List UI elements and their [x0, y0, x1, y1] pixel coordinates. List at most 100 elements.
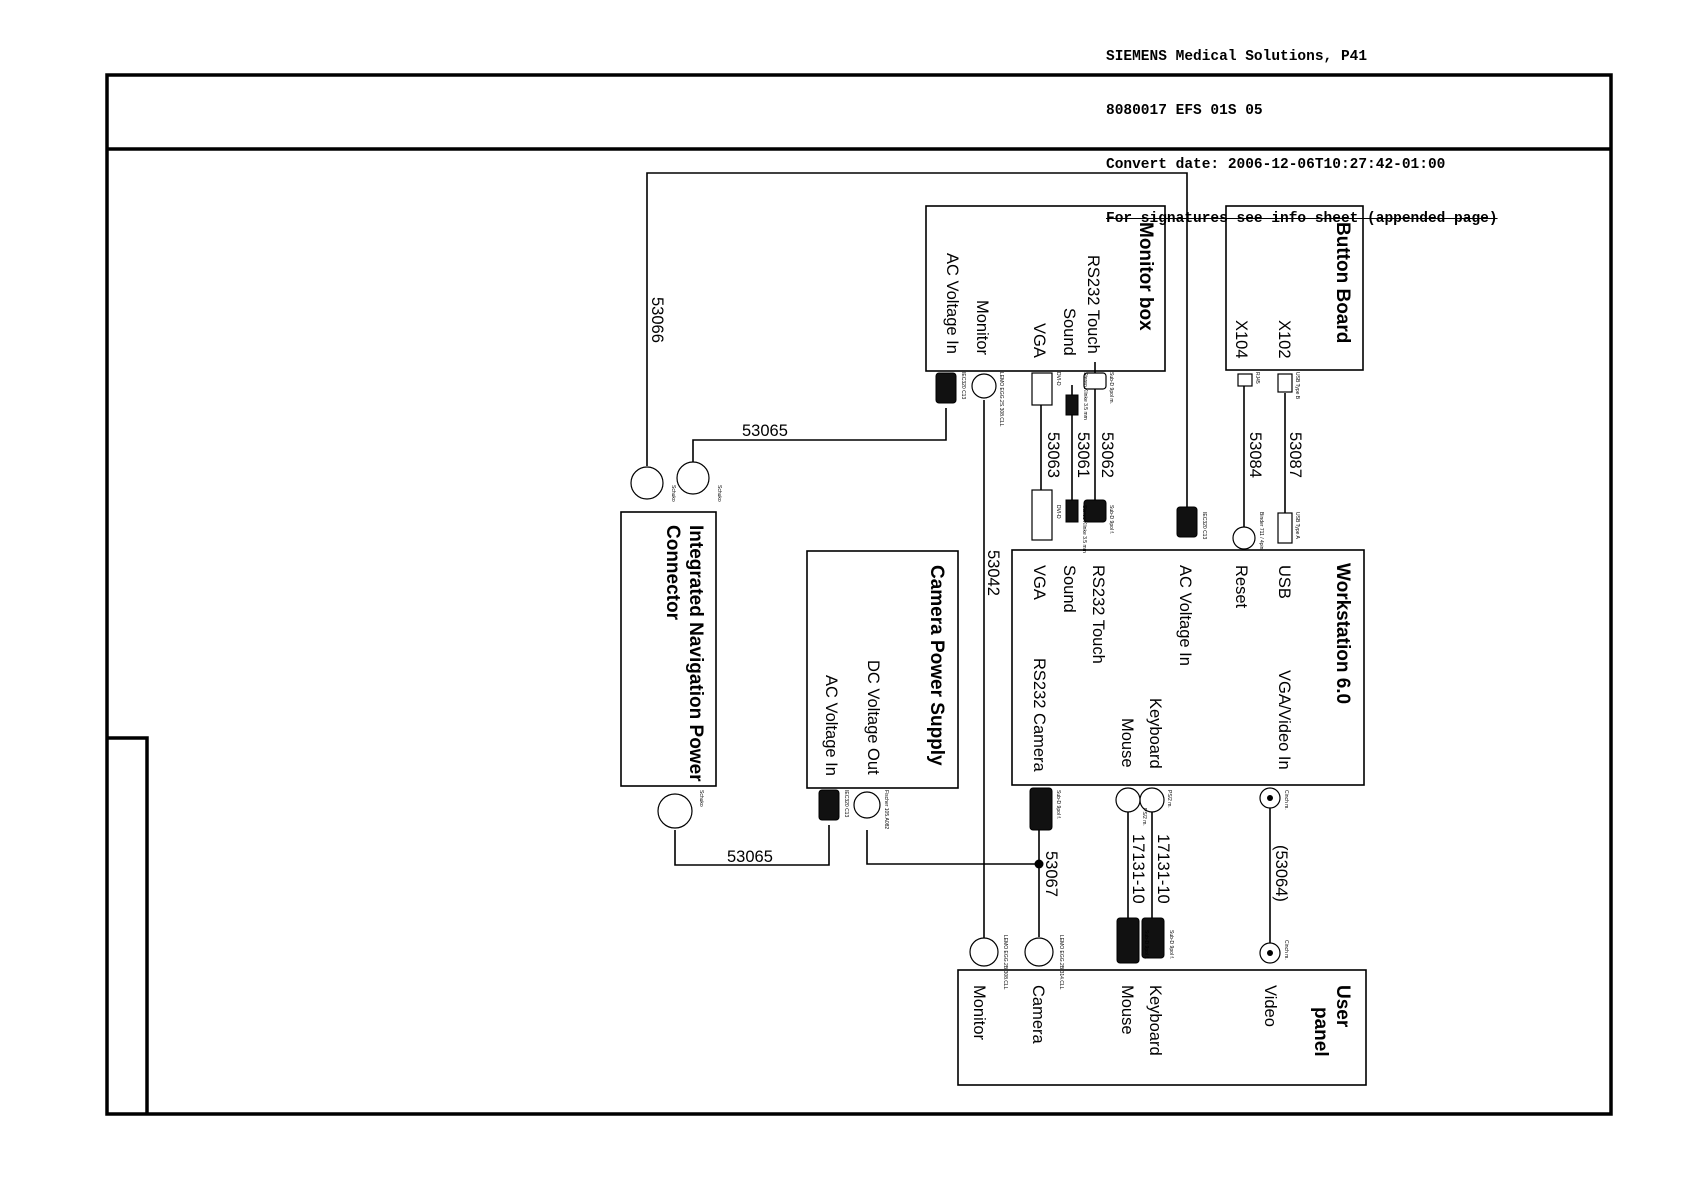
stereo-jack-female-connector — [1065, 499, 1079, 523]
user-panel-port-mouse: Mouse — [1118, 985, 1136, 1035]
schuko-socket-1 — [630, 466, 664, 500]
camera-psu-title: Camera Power Supply — [926, 565, 947, 766]
conn-label-cinch-ws: Cinch m. — [1283, 790, 1289, 810]
wire-53066 — [646, 172, 1188, 507]
conn-label-stereo-f: Stereo Klinke 3.5 mm — [1081, 505, 1087, 553]
user-panel-port-camera: Camera — [1029, 985, 1047, 1045]
cable-label-17131-keyboard: 17131-10 — [1154, 834, 1172, 904]
cable-label-53065-bottom: 53065 — [727, 848, 773, 866]
monitor-box-block — [925, 205, 1166, 372]
monitor-box-port-monitor: Monitor — [973, 300, 991, 356]
workstation-port-usb: USB — [1275, 565, 1293, 599]
iec-camera-psu-connector — [818, 789, 840, 821]
user-panel-port-video: Video — [1261, 985, 1279, 1027]
conn-label-cinch-up: Cinch m. — [1283, 940, 1289, 960]
inpc-title-line1: Integrated Navigation Power — [685, 525, 706, 782]
conn-label-schuko-2: Schuko — [670, 485, 676, 502]
conn-label-stereo-m: Stereo Klinke 3.5 mm — [1082, 372, 1088, 420]
subd-camera-connector — [1029, 787, 1053, 831]
stereo-jack-connector — [1065, 394, 1079, 416]
rj45-connector — [1237, 373, 1253, 387]
lemo-monitor-connector — [971, 373, 997, 399]
monitor-box-port-sound: Sound — [1060, 308, 1078, 356]
conn-label-usb-a: USB Type A — [1294, 512, 1300, 540]
conn-label-subd-f: Sub-D 9pol f. — [1108, 505, 1114, 534]
cable-label-53084: 53084 — [1246, 432, 1264, 478]
button-board-block — [1225, 205, 1364, 371]
iec-ws-connector — [1176, 506, 1198, 538]
conn-label-subd-kb: Sub-D 9pol f. — [1168, 930, 1174, 959]
usb-b-connector — [1277, 373, 1293, 393]
workstation-port-vga-video-in: VGA/Video In — [1275, 670, 1293, 770]
conn-label-usb-b: USB Type B — [1294, 372, 1300, 400]
subd-male-connector — [1083, 372, 1107, 390]
schuko-socket-2 — [676, 461, 710, 495]
user-panel-port-keyboard: Keyboard — [1146, 985, 1164, 1056]
conn-label-iec-1: IEC320 C13 — [960, 372, 966, 399]
button-board-title: Button Board — [1332, 222, 1353, 343]
inpc-title-line2: Connector — [662, 525, 683, 621]
inpc-block — [620, 511, 717, 787]
button-board-port-x104: X104 — [1232, 320, 1250, 359]
wire-53065-top — [692, 408, 947, 462]
user-panel-title-line2: panel — [1310, 1007, 1331, 1057]
user-panel-block — [957, 969, 1367, 1086]
usb-a-connector — [1277, 512, 1293, 544]
cable-label-53063: 53063 — [1044, 432, 1062, 478]
conn-label-subd-m: Sub-D 9pol m. — [1108, 372, 1114, 404]
conn-label-rj45: RJ45 — [1254, 372, 1260, 384]
workstation-port-rs232-touch: RS232 Touch — [1089, 565, 1107, 664]
conn-label-subd-mouse: Sub-D 9pol f. — [1143, 930, 1149, 959]
cinch-up-pin — [1267, 950, 1273, 956]
workstation-port-rs232-camera: RS232 Camera — [1030, 658, 1048, 773]
cable-label-53067: 53067 — [1042, 851, 1060, 897]
conn-label-lemo-mon: LEMO EGG.2S.308.CLL — [998, 372, 1004, 427]
header-convert-date: Convert date: 2006-12-06T10:27:42-01:00 — [1106, 157, 1446, 173]
binder-connector — [1232, 526, 1256, 550]
monitor-box-port-rs232: RS232 Touch — [1084, 255, 1102, 354]
subd-keyboard-connector — [1141, 917, 1165, 959]
conn-label-ps2-mouse: PS/2 m. — [1141, 808, 1147, 826]
conn-label-dvi-1: DVI-D — [1055, 372, 1061, 386]
dvi-connector — [1031, 372, 1053, 406]
workstation-port-ac: AC Voltage In — [1176, 565, 1194, 666]
cable-label-53066: 53066 — [648, 297, 666, 343]
junction-dot — [1034, 859, 1044, 869]
conn-label-dvi-2: DVI-D — [1055, 505, 1061, 519]
lemo-camera-connector — [1024, 937, 1054, 967]
workstation-port-mouse: Mouse — [1118, 718, 1136, 768]
side-strip — [107, 736, 149, 1114]
sheet-frame — [105, 73, 1613, 1116]
cable-label-53087: 53087 — [1286, 432, 1304, 478]
document-header: SIEMENS Medical Solutions, P41 8080017 E… — [1106, 12, 1498, 246]
monitor-box-port-vga: VGA — [1030, 323, 1048, 358]
conn-label-iec-3: IEC320 C13 — [843, 790, 849, 817]
conn-label-lemo-mon-up: LEMO EGG.2B.308.CLL — [1002, 935, 1008, 990]
monitor-box-port-ac: AC Voltage In — [943, 253, 961, 354]
cable-label-53064: (53064) — [1272, 845, 1290, 902]
conn-label-binder: Binder 711 / 4pin — [1258, 512, 1264, 550]
camera-psu-port-dc-out: DC Voltage Out — [864, 660, 882, 775]
conn-label-lemo-cam: LEMO EGG.2B.314.CLL — [1058, 935, 1064, 990]
workstation-port-vga: VGA — [1030, 565, 1048, 600]
cable-label-53042: 53042 — [984, 550, 1002, 596]
user-panel-port-monitor: Monitor — [970, 985, 988, 1041]
monitor-box-title: Monitor box — [1135, 222, 1156, 331]
conn-label-schuko-1: Schuko — [716, 485, 722, 502]
cable-label-53062: 53062 — [1098, 432, 1116, 478]
conn-label-subd-cam: Sub-D 9pol f. — [1055, 790, 1061, 819]
button-board-port-x102: X102 — [1275, 320, 1293, 359]
cinch-ws-pin — [1267, 795, 1273, 801]
workstation-port-keyboard: Keyboard — [1146, 698, 1164, 769]
cable-label-53061: 53061 — [1074, 432, 1092, 478]
header-company: SIEMENS Medical Solutions, P41 — [1106, 49, 1368, 65]
cable-label-53065-top: 53065 — [742, 422, 788, 440]
conn-label-ps2-kb: PS/2 m. — [1166, 790, 1172, 808]
workstation-block — [1011, 549, 1365, 786]
conn-label-schuko-3: Schuko — [698, 790, 704, 807]
conn-label-iec-2: IEC320 C13 — [1201, 512, 1207, 539]
wire-53067-dc-branch — [866, 830, 1039, 865]
lemo-monitor-up-connector — [969, 937, 999, 967]
dvi-ws-connector — [1031, 489, 1053, 541]
